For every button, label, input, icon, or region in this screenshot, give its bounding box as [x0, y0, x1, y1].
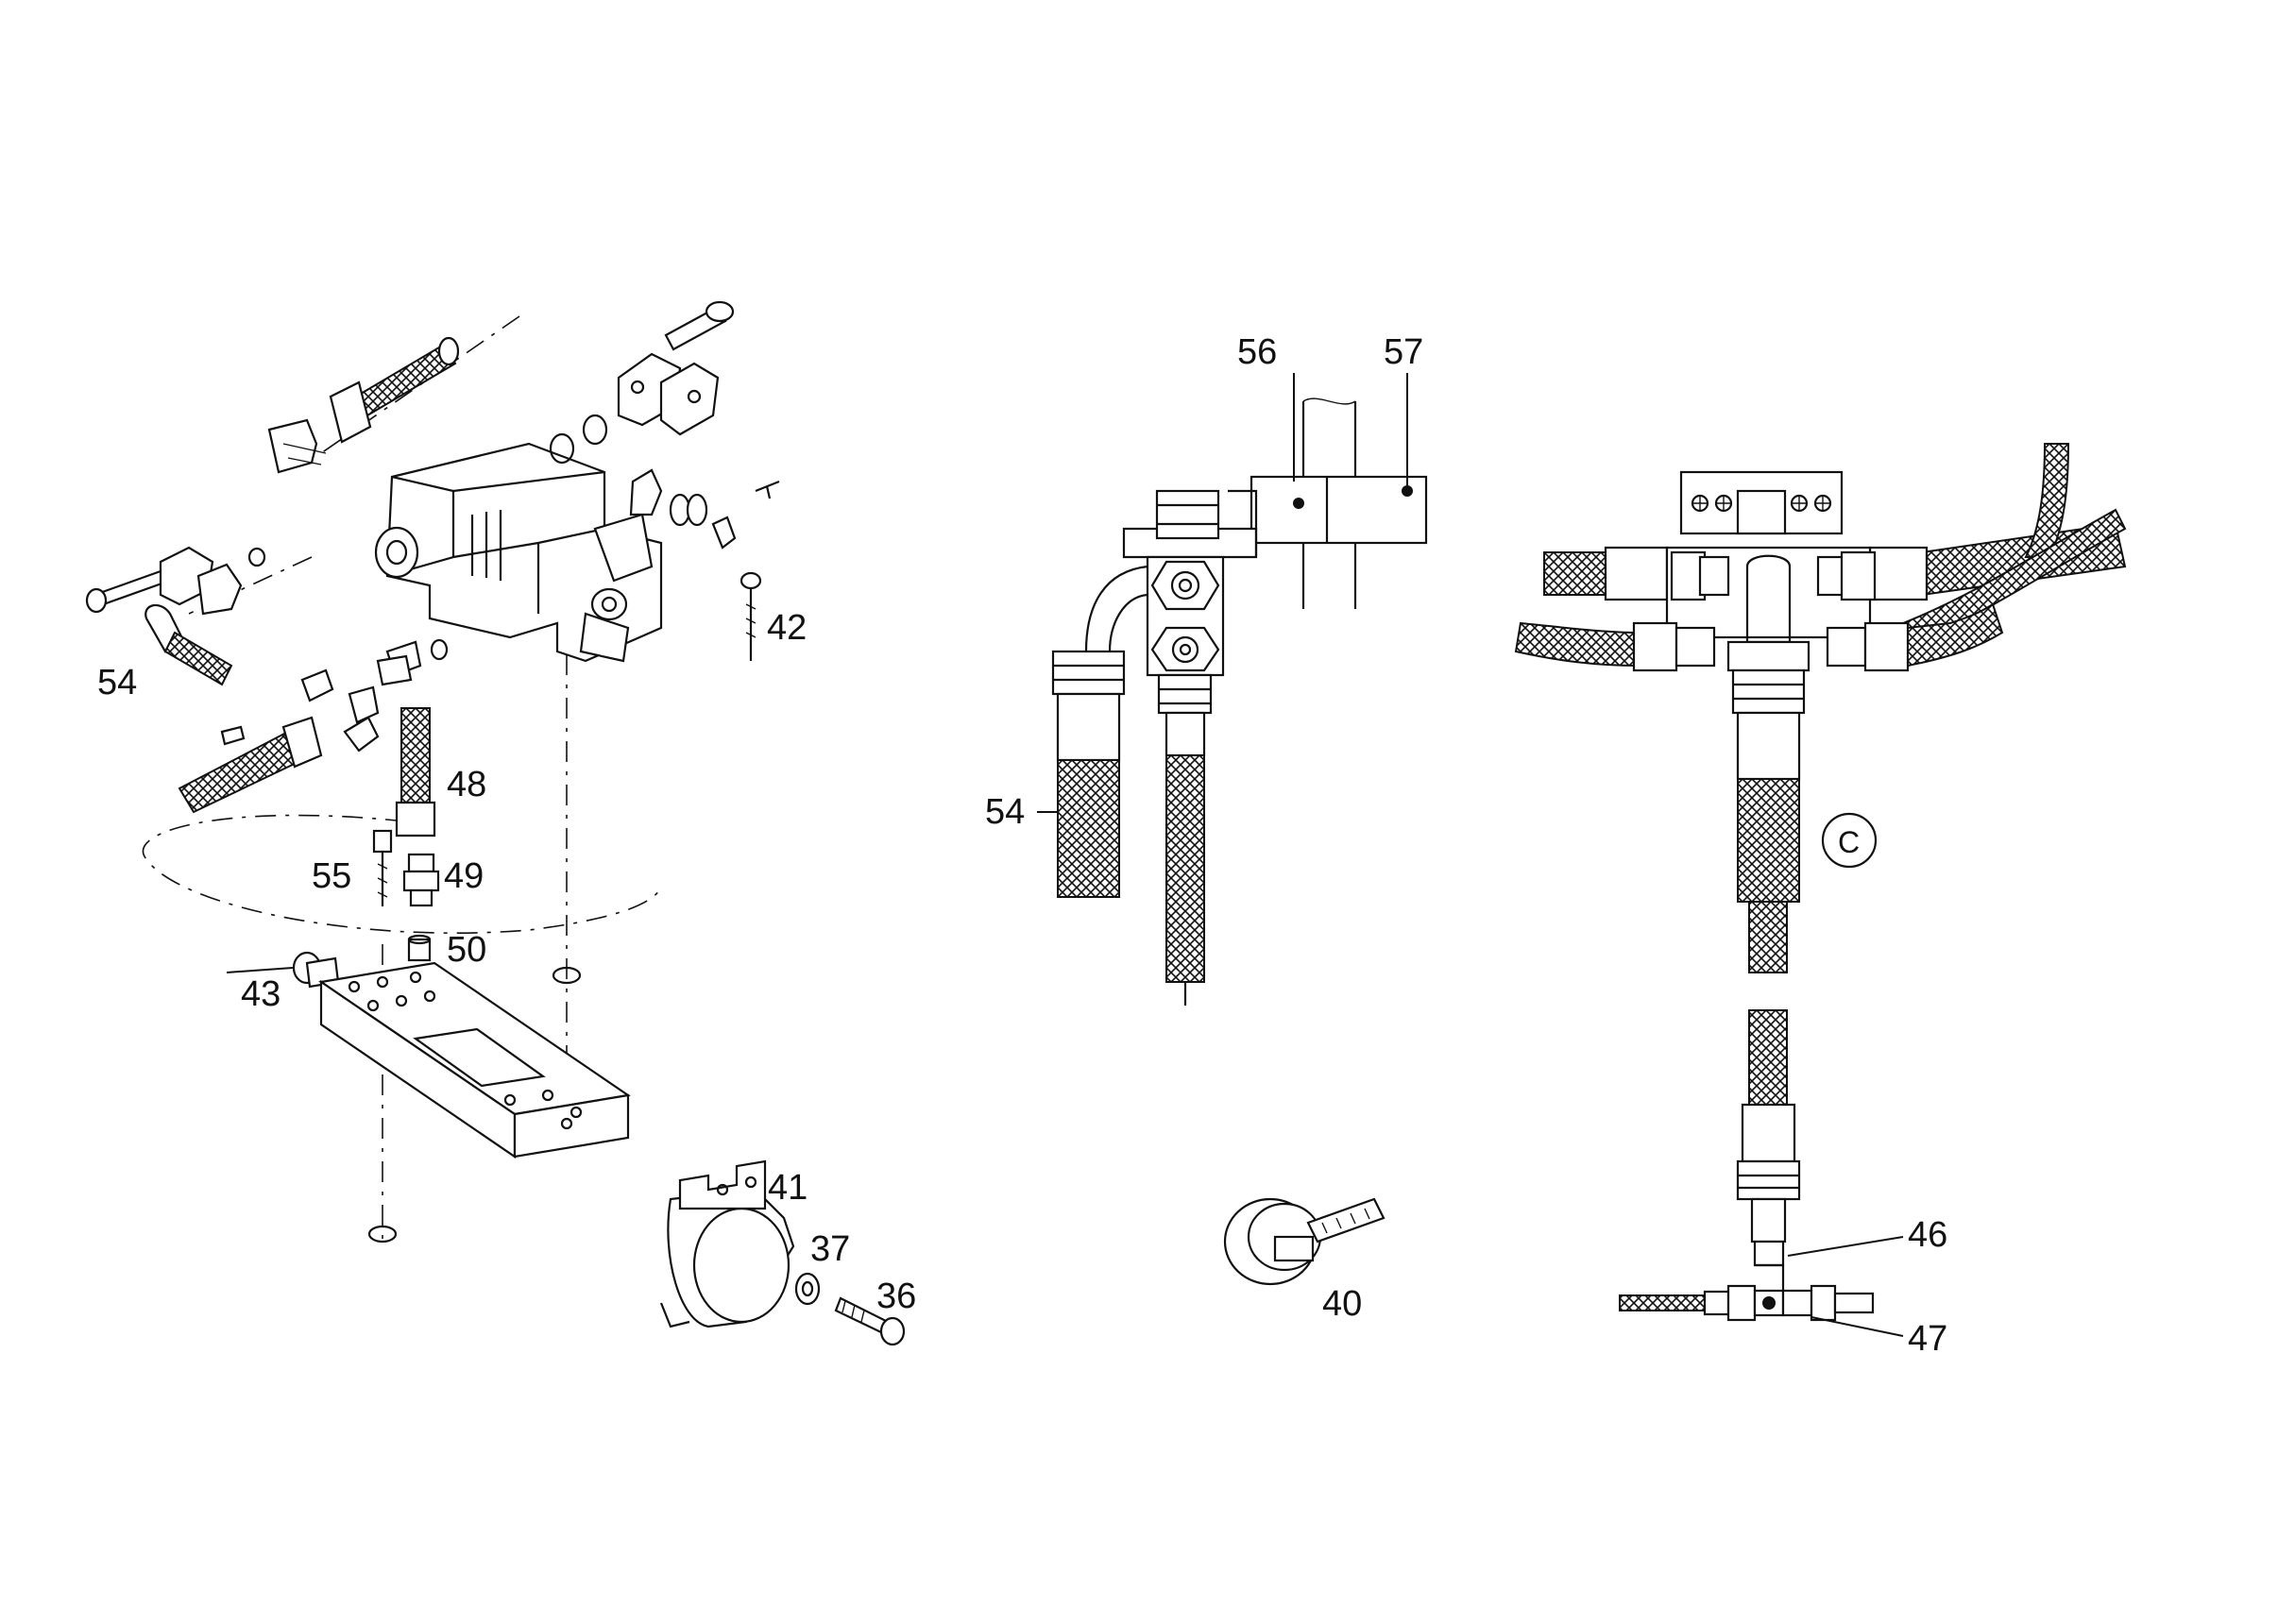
pressure-gauge-icon — [1223, 1197, 1386, 1286]
left-bolt-icon — [85, 569, 166, 614]
nut-50-icon — [407, 934, 432, 962]
split-flange-icon — [617, 352, 720, 436]
junction-block-icon — [1146, 555, 1225, 677]
part-label-37: 37 — [810, 1229, 850, 1269]
part-label-48: 48 — [447, 765, 486, 804]
part-label-50: 50 — [447, 930, 486, 970]
long-fitting-icon — [329, 336, 460, 444]
screw-42-icon — [740, 571, 762, 661]
part-label-41: 41 — [768, 1168, 808, 1208]
tee-fitting-icon — [1619, 1263, 1875, 1322]
lower-fitting-icon — [178, 638, 449, 814]
o-ring-icon — [367, 1225, 398, 1243]
mounting-plate-icon — [318, 961, 631, 1159]
hydraulic-valve-block-icon — [374, 442, 663, 663]
left-elbow-hose-icon — [144, 603, 233, 686]
part-label-54: 54 — [97, 663, 137, 702]
braided-hose-icon — [1165, 754, 1205, 983]
pipe-clamp-icon — [659, 1159, 795, 1328]
middle-detail — [1051, 398, 1428, 1006]
part-label-42: 42 — [767, 608, 807, 648]
part-label-57: 57 — [1384, 332, 1423, 372]
braided-hose-icon — [1543, 551, 1611, 596]
braided-hose-icon — [1737, 778, 1800, 903]
hose-nut-icon — [1051, 650, 1126, 696]
part-label-49: 49 — [444, 856, 484, 896]
washer-37-icon — [794, 1272, 821, 1306]
detail-marker-icon — [1821, 812, 1878, 869]
part-label-36: 36 — [876, 1277, 916, 1316]
left-exploded-assembly — [85, 300, 906, 1346]
o-ring-icon — [552, 966, 582, 985]
fitting-48-icon — [395, 707, 436, 837]
small-flange-icon — [629, 468, 780, 550]
leader-lines — [226, 373, 1904, 1337]
elbow-fitting-icon — [267, 418, 327, 474]
right-detail — [1514, 443, 2127, 1322]
part-label-54-detail: 54 — [985, 792, 1025, 832]
left-flange-icon — [159, 546, 266, 616]
screw-36-icon — [834, 1296, 906, 1346]
part-label-56: 56 — [1237, 332, 1277, 372]
part-label-43: 43 — [241, 974, 280, 1014]
part-label-47: 47 — [1908, 1319, 1947, 1359]
top-screw-icon — [664, 300, 735, 351]
part-labels: 54 42 48 55 49 50 43 41 37 36 56 57 54 4… — [97, 332, 1947, 1359]
hex-nut-icon — [1155, 489, 1220, 540]
detail-label-c: C — [1838, 825, 1860, 859]
part-label-46: 46 — [1908, 1215, 1947, 1255]
part-label-55: 55 — [312, 856, 351, 896]
o-ring-icon — [549, 414, 608, 465]
braided-hose-icon — [1057, 759, 1120, 898]
nipple-49-icon — [402, 853, 440, 907]
part-label-40: 40 — [1322, 1284, 1362, 1324]
screw-55-icon — [372, 829, 393, 906]
